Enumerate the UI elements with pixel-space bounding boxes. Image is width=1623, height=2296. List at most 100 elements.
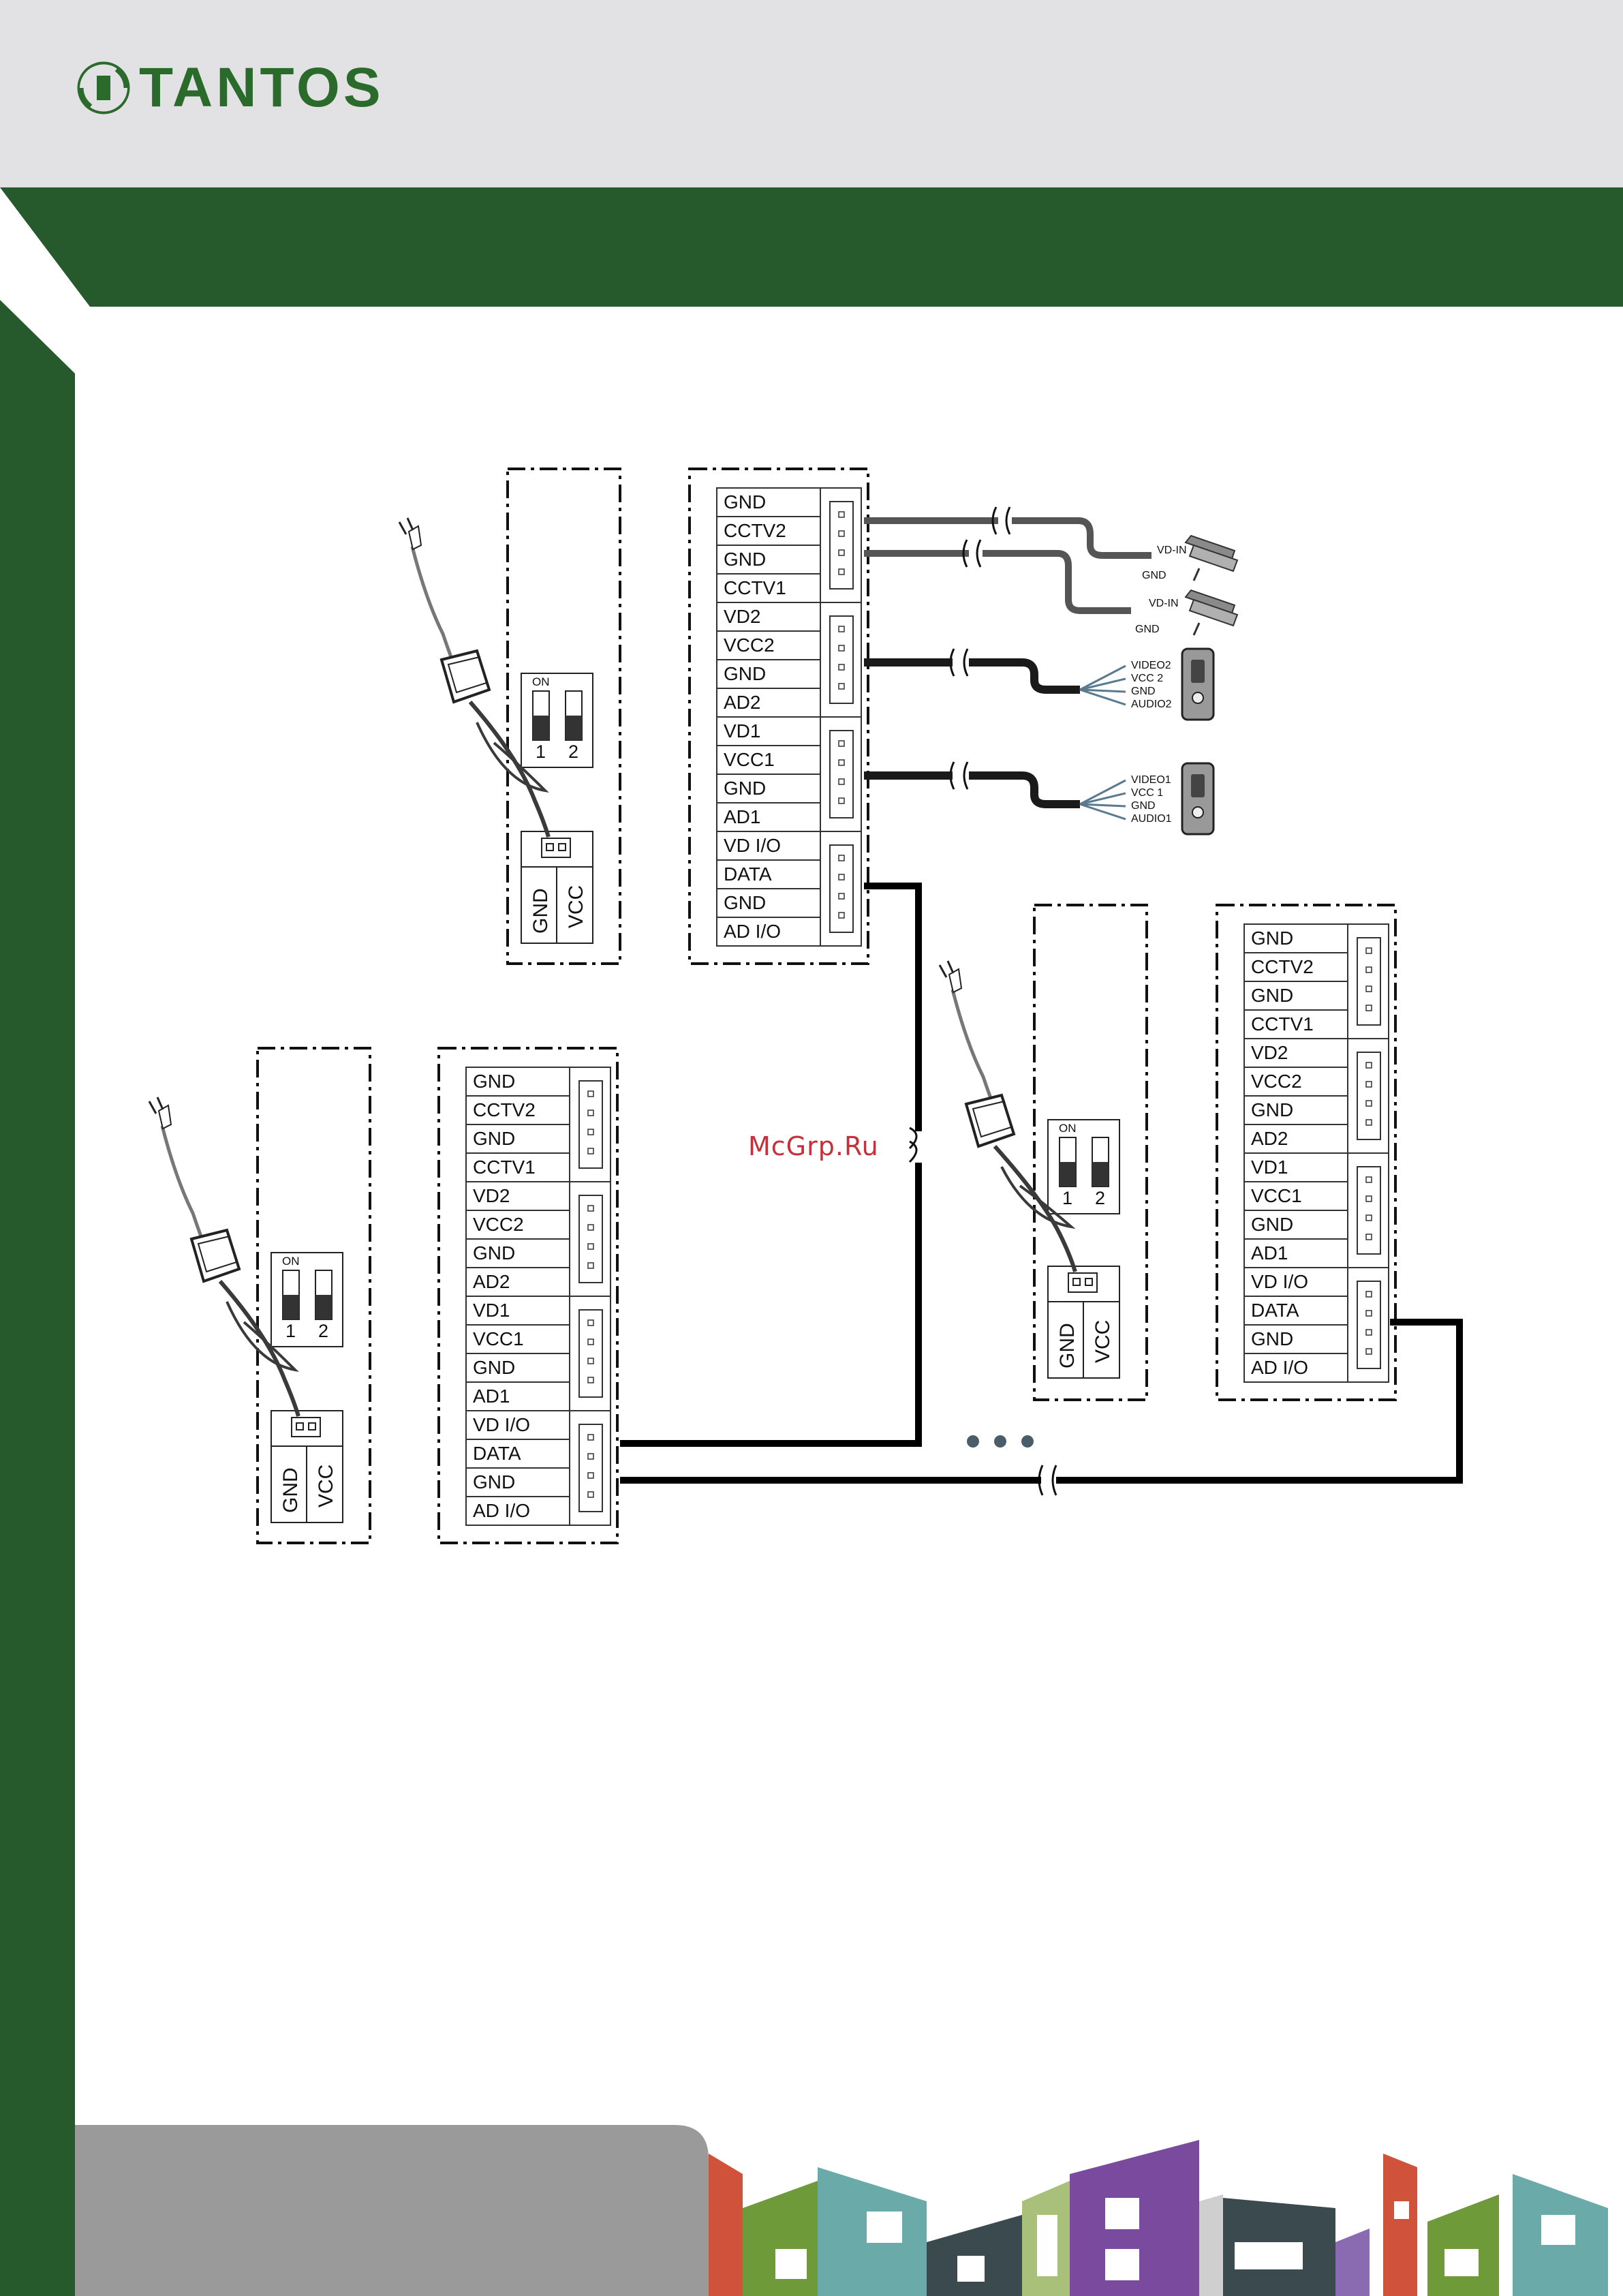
dip-1-label: 1 [285,1321,296,1341]
gnd-label: GND [1056,1323,1079,1368]
terminal-label: AD I/O [1251,1357,1308,1378]
camera-2: VD-IN GND [1142,534,1239,581]
terminal-label: GND [724,549,766,570]
connector-pin [1365,1081,1372,1088]
terminal-label: VD1 [1251,1157,1288,1178]
connector-pin [587,1491,594,1498]
terminal-label: AD2 [724,692,760,713]
door-1-gnd: GND [1131,800,1156,812]
terminal-label: VCC1 [724,749,775,770]
connector [578,1309,603,1398]
connector-pin [587,1109,594,1116]
camera-1-gnd: GND [1135,624,1160,635]
connector-pin [587,1358,594,1364]
connector-pin [587,1319,594,1326]
terminal-label: GND [473,1242,515,1264]
terminal-label: AD2 [473,1271,510,1292]
connector-pin [838,874,845,881]
door-2-gnd: GND [1131,686,1156,697]
logo-text: TANTOS [139,57,384,119]
dip-2-label: 2 [318,1321,328,1341]
monitor-outline [688,468,869,965]
green-band [0,187,1623,2296]
door-1-audio: AUDIO1 [1131,813,1172,825]
connector-pin [587,1148,594,1154]
terminal-label: CCTV1 [473,1157,536,1178]
terminal-label: VCC1 [1251,1185,1302,1206]
door-1-video: VIDEO1 [1131,774,1171,786]
terminal-label: DATA [473,1443,521,1464]
camera-cables [864,517,1151,614]
terminal-label: AD I/O [473,1500,530,1521]
ellipsis-dots [967,1435,1034,1448]
dip-2-label: 2 [1095,1188,1105,1208]
terminal-label: AD I/O [724,921,781,942]
terminal-label: GND [473,1471,515,1493]
terminal-label: VD I/O [1251,1271,1308,1292]
connector-pin [838,530,845,537]
connector-pin [587,1129,594,1135]
connector [578,1080,603,1169]
terminal-label: VCC1 [473,1328,524,1349]
connector-pin [587,1472,594,1479]
connector [1357,1166,1381,1255]
terminal-label: AD1 [1251,1242,1288,1264]
door-station-2: VIDEO2 VCC 2 GND AUDIO2 [1131,647,1215,721]
connector-pin [587,1243,594,1250]
terminal-label: VD I/O [724,835,781,856]
monitor-outline [437,1047,619,1544]
dip-2-label: 2 [568,741,578,762]
connector-pin [587,1205,594,1212]
door-2-vcc: VCC 2 [1131,673,1163,684]
connector [1357,937,1381,1026]
connector-pin [587,1453,594,1460]
terminal-label: VD2 [473,1185,510,1206]
terminal-label: GND [473,1357,515,1378]
connector-pin [838,759,845,766]
connector-pin [587,1090,594,1097]
terminal-label: AD2 [1251,1128,1288,1149]
terminal-label: GND [724,491,766,512]
terminal-label: GND [1251,1328,1293,1349]
terminal-label: GND [1251,985,1293,1006]
door-1-vcc: VCC 1 [1131,787,1163,799]
connector [829,730,854,818]
door-station-cables [864,658,1080,808]
terminal-block-monitor-a: GNDCCTV2GNDCCTV1VD2VCC2GNDAD2VD1VCC1GNDA… [688,468,869,965]
connector-pin [1365,1005,1372,1011]
terminal-label: VD2 [724,606,760,627]
terminal-label: VD1 [724,720,760,741]
connector-pin [838,912,845,919]
connector-pin [587,1262,594,1269]
connector-pin [587,1224,594,1231]
connector [829,615,854,704]
terminal-label: CCTV1 [724,577,786,598]
connector-pin [587,1434,594,1441]
terminal-label: DATA [1251,1300,1299,1321]
vcc-label: VCC [565,885,587,928]
gnd-label: GND [529,888,552,934]
connector-pin [838,626,845,632]
door-station-fan-wires [1079,664,1126,821]
terminal-label: CCTV2 [473,1099,536,1120]
terminal-label: VCC2 [1251,1071,1302,1092]
terminal-label: VCC2 [724,634,775,656]
dip-on-label: ON [1059,1122,1077,1135]
connector-pin [1365,985,1372,992]
dip-1-label: 1 [1062,1188,1072,1208]
connector-pin [838,683,845,690]
connector-pin [838,893,845,900]
connector-pin [1365,1234,1372,1240]
terminal-label: VD I/O [473,1414,530,1435]
connector-pin [838,664,845,671]
connector-pin [838,549,845,556]
gnd-label: GND [279,1467,302,1513]
connector-pin [1365,947,1372,954]
dip-on-label: ON [532,675,550,688]
connector-pin [838,778,845,785]
monitor-outline [1216,904,1397,1401]
connector-pin [838,645,845,652]
connector [1357,1281,1381,1369]
door-2-audio: AUDIO2 [1131,699,1172,710]
